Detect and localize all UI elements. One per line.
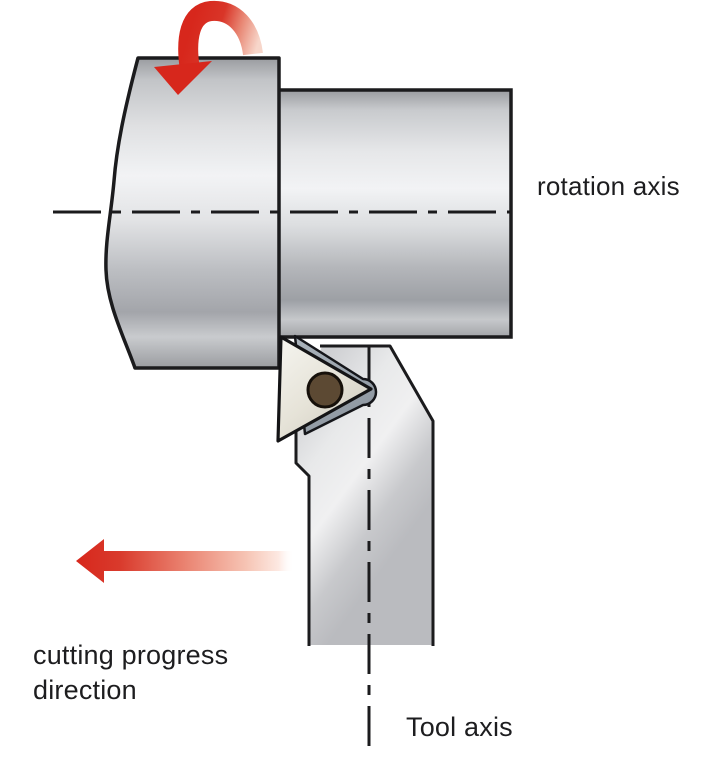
tool-holder-left-outline (294, 427, 311, 646)
tool-holder-right-outline (320, 344, 435, 646)
insert-hole (306, 371, 344, 409)
cutting-direction-label-line1: cutting progress (33, 640, 229, 670)
cutting-direction-label-line2: direction (33, 675, 137, 705)
rotation-arrow-icon (154, 0, 263, 95)
rotation-arrow-arc (178, 0, 263, 72)
rotation-axis-label: rotation axis (537, 171, 680, 201)
cutting-direction-label: cutting progress direction (33, 638, 228, 708)
rotation-arrow-head (154, 61, 212, 95)
feed-arrow-icon (76, 539, 294, 583)
tool-axis-label: Tool axis (406, 712, 513, 742)
